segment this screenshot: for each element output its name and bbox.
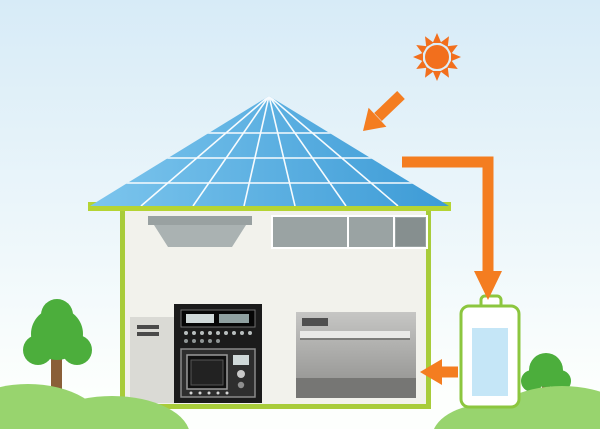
microwave-knob — [237, 370, 245, 378]
microwave-oven — [180, 348, 256, 398]
range-hood — [148, 216, 252, 247]
kitchen-cabinet — [130, 317, 174, 403]
dishwasher-handle — [300, 331, 410, 338]
bush-left — [0, 384, 189, 429]
built-in-oven-stack — [174, 304, 262, 403]
house — [120, 206, 431, 409]
dishwasher — [296, 312, 416, 398]
sun-rays — [413, 33, 461, 81]
control-buttons-row — [184, 331, 252, 343]
battery-to-appliance-arrow — [420, 359, 458, 385]
roof-to-battery-arrow — [402, 156, 502, 300]
tree-left-trunk — [51, 358, 62, 410]
solar-panel-surface — [90, 96, 449, 206]
roof-eaves — [88, 202, 451, 211]
sun-icon — [413, 33, 461, 81]
tree-left — [23, 299, 92, 410]
upper-floor-windows — [148, 215, 428, 249]
kitchen-appliances — [130, 304, 416, 403]
energy-flow-arrows — [363, 91, 502, 385]
dishwasher-control — [302, 318, 328, 326]
tree-left-canopy — [23, 299, 92, 365]
upper-window-dark-pane — [396, 218, 425, 246]
sun-core — [425, 45, 449, 69]
sun-to-roof-arrow — [363, 91, 405, 131]
storage-battery — [459, 294, 521, 409]
battery-cell — [472, 328, 508, 396]
